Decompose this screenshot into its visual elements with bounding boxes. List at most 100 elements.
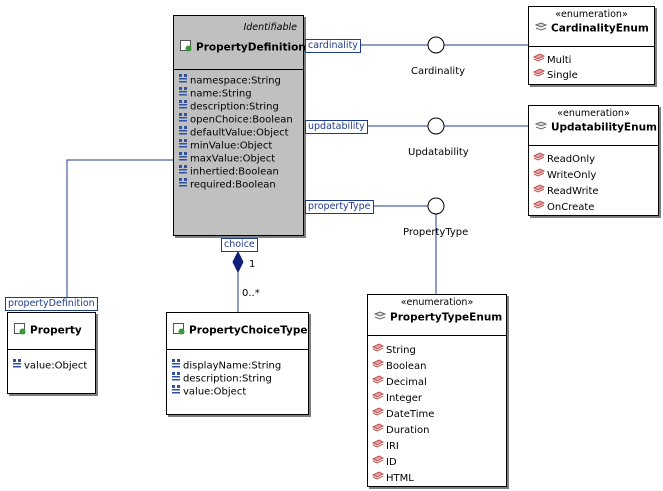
attribute-icon [178, 73, 188, 88]
attribute-icon [171, 371, 181, 386]
enum-literal-row[interactable]: IRI [371, 439, 399, 453]
enum-literal-row[interactable]: Decimal [371, 375, 427, 389]
enum-literal-text: ReadWrite [547, 186, 599, 197]
enum-literal-row[interactable]: ID [371, 455, 397, 469]
attribute-icon [12, 358, 22, 373]
enum-literal-text: Decimal [386, 377, 427, 388]
enum-literal-row[interactable]: Duration [371, 423, 429, 437]
class-icon [14, 323, 26, 338]
attribute-text: name:String [190, 88, 252, 100]
composition-diamond [232, 250, 244, 274]
role-label-property-type[interactable]: propertyType [305, 200, 374, 214]
property-definition-stereotype: Identifiable [243, 22, 297, 33]
attribute-row[interactable]: value:Object [12, 358, 87, 373]
attribute-icon [171, 358, 181, 373]
attribute-text: value:Object [183, 386, 247, 398]
enum-literal-icon [371, 455, 385, 469]
role-label-updatability[interactable]: updatability [305, 120, 368, 134]
property-choice-type-title: PropertyChoiceType [173, 323, 308, 338]
enum-literal-row[interactable]: OnCreate [532, 200, 594, 214]
enum-literal-icon [532, 152, 546, 166]
attribute-text: inhertied:Boolean [190, 166, 279, 178]
enum-literal-icon [371, 359, 385, 373]
role-label-cardinality[interactable]: cardinality [305, 39, 361, 53]
enum-literal-text: Boolean [386, 361, 427, 372]
attribute-row[interactable]: name:String [178, 86, 252, 101]
enum-literal-row[interactable]: String [371, 343, 416, 357]
attribute-icon [178, 164, 188, 179]
attribute-icon [178, 138, 188, 153]
property-type-enum-stereotype: «enumeration» [400, 297, 474, 308]
enum-literal-text: ReadOnly [547, 154, 596, 165]
property-class[interactable]: Property value:Object [7, 312, 96, 394]
attribute-icon [178, 99, 188, 114]
enumeration-icon [534, 22, 548, 35]
enum-literal-text: Multi [547, 55, 572, 66]
attribute-row[interactable]: openChoice:Boolean [178, 112, 293, 127]
interface-label-updatability: Updatability [408, 147, 469, 158]
enum-literal-icon [532, 68, 546, 82]
property-title: Property [14, 323, 93, 338]
attribute-row[interactable]: description:String [171, 371, 272, 386]
cardinality-enum-stereotype: «enumeration» [555, 9, 628, 20]
attribute-text: maxValue:Object [190, 153, 276, 165]
enum-literal-icon [371, 407, 385, 421]
enum-literal-text: WriteOnly [547, 170, 597, 181]
cardinality-enum-separator [529, 46, 654, 47]
enum-literal-icon [371, 439, 385, 453]
enum-literal-row[interactable]: Multi [532, 53, 572, 67]
enum-literal-row[interactable]: Single [532, 68, 578, 82]
attribute-row[interactable]: inhertied:Boolean [178, 164, 279, 179]
attribute-icon [178, 86, 188, 101]
property-separator [8, 349, 95, 350]
enum-literal-icon [532, 53, 546, 67]
attribute-row[interactable]: namespace:String [178, 73, 281, 88]
attribute-icon [171, 384, 181, 399]
enum-literal-icon [371, 391, 385, 405]
attribute-icon [178, 125, 188, 140]
enum-literal-row[interactable]: ReadOnly [532, 152, 596, 166]
enum-literal-text: ID [386, 457, 397, 468]
interface-label-property-type: PropertyType [403, 227, 469, 238]
enum-literal-row[interactable]: ReadWrite [532, 184, 599, 198]
attribute-icon [178, 151, 188, 166]
attribute-row[interactable]: maxValue:Object [178, 151, 275, 166]
interface-label-cardinality: Cardinality [411, 66, 466, 77]
cardinality-enum-title: CardinalityEnum [534, 22, 652, 35]
enum-literal-icon [532, 168, 546, 182]
enum-literal-icon [371, 343, 385, 357]
multiplicity-target: 0..* [242, 288, 260, 299]
enum-literal-icon [532, 200, 546, 214]
enum-literal-row[interactable]: HTML [371, 471, 414, 485]
enum-literal-text: DateTime [386, 409, 435, 420]
attribute-row[interactable]: required:Boolean [178, 177, 276, 192]
enum-literal-row[interactable]: Integer [371, 391, 422, 405]
property-type-enum-title: PropertyTypeEnum [373, 311, 504, 324]
attribute-text: openChoice:Boolean [190, 114, 293, 126]
attribute-row[interactable]: value:Object [171, 384, 246, 399]
attribute-row[interactable]: displayName:String [171, 358, 281, 373]
property-definition-title: PropertyDefinition [180, 40, 306, 55]
updatability-enum-stereotype: «enumeration» [557, 108, 630, 119]
enum-literal-row[interactable]: DateTime [371, 407, 435, 421]
attribute-row[interactable]: defaultValue:Object [178, 125, 289, 140]
attribute-icon [178, 177, 188, 192]
role-label-choice[interactable]: choice [221, 238, 258, 252]
enum-literal-text: String [386, 345, 416, 356]
enum-literal-text: Integer [386, 393, 422, 404]
enum-literal-row[interactable]: Boolean [371, 359, 427, 373]
enum-literal-row[interactable]: WriteOnly [532, 168, 597, 182]
attribute-text: description:String [183, 373, 272, 385]
attribute-text: displayName:String [183, 360, 282, 372]
role-label-property-definition[interactable]: propertyDefinition [5, 297, 98, 311]
property-definition-separator [174, 69, 303, 70]
enum-literal-icon [371, 375, 385, 389]
property-definition-class[interactable]: Identifiable PropertyDefinition namespac… [173, 15, 306, 236]
property-definition-link-line [66, 159, 173, 297]
attribute-row[interactable]: minValue:Object [178, 138, 272, 153]
attribute-row[interactable]: description:String [178, 99, 279, 114]
